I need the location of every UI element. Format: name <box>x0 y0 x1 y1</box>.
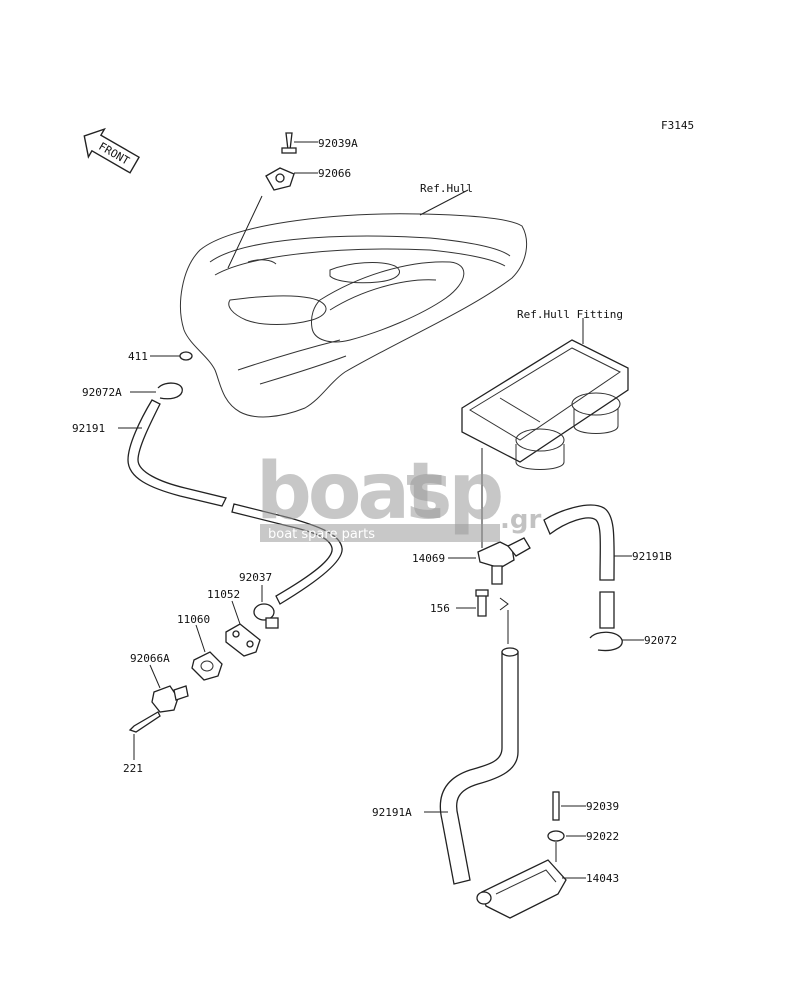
part-92066a: 92066A <box>130 652 189 713</box>
label-92066: 92066 <box>318 167 351 180</box>
watermark-brand-right: sp <box>406 447 501 537</box>
hull-outline <box>180 189 528 418</box>
label-221: 221 <box>123 762 143 775</box>
part-92037: 92037 <box>239 571 279 629</box>
label-14043: 14043 <box>586 872 619 885</box>
label-14069: 14069 <box>412 552 445 565</box>
part-92039: 92039 <box>552 791 619 821</box>
label-92039: 92039 <box>586 800 619 813</box>
label-92066a: 92066A <box>130 652 170 665</box>
watermark-suffix: .gr <box>500 505 541 535</box>
label-92072a: 92072A <box>82 386 122 399</box>
hull-fitting-box <box>461 318 629 470</box>
label-92039a: 92039A <box>318 137 358 150</box>
part-411: 411 <box>128 350 193 363</box>
label-92037: 92037 <box>239 571 272 584</box>
label-92022: 92022 <box>586 830 619 843</box>
part-92072: 92072 <box>589 631 677 652</box>
part-11060: 11060 <box>177 613 223 681</box>
watermark-logo: boat sp .gr boat spare parts <box>256 447 541 542</box>
part-156: 156 <box>430 589 509 644</box>
part-14043: 14043 <box>476 859 619 919</box>
label-92191: 92191 <box>72 422 105 435</box>
watermark-tagline: boat spare parts <box>268 527 375 542</box>
label-411: 411 <box>128 350 148 363</box>
figure-code: F3145 <box>661 119 694 132</box>
label-92191b: 92191B <box>632 550 672 563</box>
label-11060: 11060 <box>177 613 210 626</box>
part-92191a: 92191A <box>372 647 519 885</box>
part-11052: 11052 <box>207 588 261 657</box>
part-221: 221 <box>123 711 161 775</box>
front-arrow-icon: FRONT <box>83 127 140 174</box>
ref-hull-fitting-label: Ref.Hull Fitting <box>517 308 623 321</box>
leader-ref-hull <box>419 189 469 216</box>
part-92072a: 92072A <box>82 382 183 400</box>
label-156: 156 <box>430 602 450 615</box>
part-92039a: 92039A <box>281 132 358 154</box>
part-92191b: 92191B <box>543 504 672 629</box>
ref-hull-label: Ref.Hull <box>420 182 473 195</box>
part-92066: 92066 <box>227 167 351 269</box>
label-11052: 11052 <box>207 588 240 601</box>
label-92191a: 92191A <box>372 806 412 819</box>
watermark-brand-left: boat <box>256 447 442 537</box>
label-92072: 92072 <box>644 634 677 647</box>
part-92022: 92022 <box>547 830 619 862</box>
